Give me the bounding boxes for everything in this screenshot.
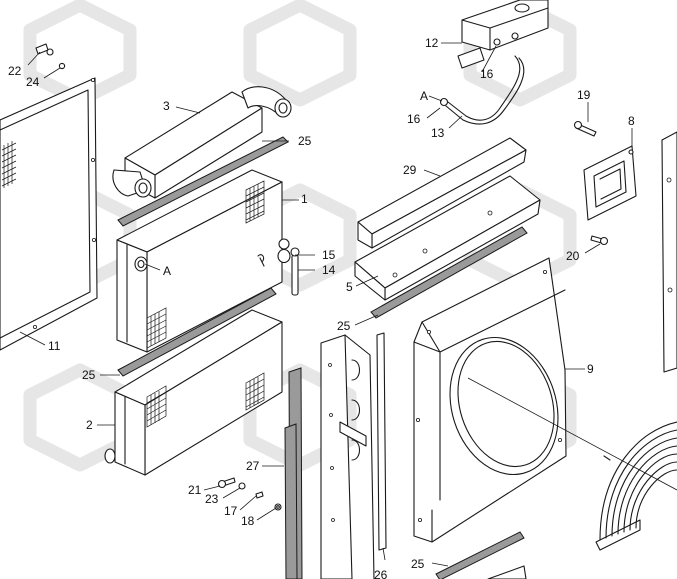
label-11: 11 — [48, 339, 61, 353]
seal-strip-upper — [117, 136, 289, 227]
screws-top-left — [35, 43, 66, 70]
label-9: 9 — [587, 362, 594, 376]
label-25-right: 25 — [337, 319, 351, 333]
label-5: 5 — [346, 280, 353, 294]
label-3: 3 — [163, 99, 170, 113]
label-19: 19 — [577, 88, 591, 102]
charge-air-tube — [112, 86, 292, 199]
seal-strip-thin — [376, 332, 387, 551]
label-16-lower: 16 — [407, 112, 421, 126]
label-ref-a-left: A — [163, 264, 171, 278]
bolts-right — [573, 120, 609, 246]
bottom-bracket — [487, 565, 527, 579]
seal-strip-middle — [117, 287, 277, 377]
seal-strip-right — [370, 226, 528, 319]
side-rail — [661, 131, 677, 373]
label-22: 22 — [8, 64, 22, 78]
side-support-bracket — [320, 334, 375, 579]
label-8: 8 — [628, 114, 635, 128]
label-24: 24 — [26, 75, 40, 89]
fan-axis-line — [467, 377, 677, 491]
fasteners-lower — [217, 477, 282, 511]
label-13: 13 — [431, 126, 445, 140]
label-25-bottom: 25 — [411, 557, 425, 571]
label-21: 21 — [188, 483, 202, 497]
label-26: 26 — [374, 568, 388, 579]
label-ref-a-right: A — [420, 89, 428, 103]
label-29: 29 — [403, 163, 417, 177]
oil-cooler — [116, 169, 291, 353]
fan-guard — [595, 421, 677, 551]
seal-strip-vertical — [284, 367, 303, 579]
label-15: 15 — [322, 248, 336, 262]
radiator-core-frame — [0, 77, 98, 351]
label-12: 12 — [425, 36, 439, 50]
part-labels: 22 24 3 25 1 15 14 A 11 25 2 27 21 23 17… — [8, 36, 635, 579]
reserve-tank — [457, 0, 549, 69]
label-2: 2 — [86, 418, 93, 432]
overflow-hose — [439, 55, 525, 125]
label-25-middle: 25 — [82, 368, 96, 382]
label-16-upper: 16 — [480, 67, 494, 81]
seal-strip-bottom — [435, 531, 525, 579]
label-1: 1 — [301, 192, 308, 206]
leader-lines — [19, 42, 633, 567]
label-14: 14 — [322, 263, 336, 277]
label-23: 23 — [205, 492, 219, 506]
mount-bracket-plate — [583, 145, 637, 221]
upper-shroud-cover — [357, 137, 527, 249]
radiator-lower — [104, 309, 283, 476]
label-27: 27 — [246, 459, 260, 473]
label-18: 18 — [241, 514, 255, 528]
label-25-upper: 25 — [298, 134, 312, 148]
label-20: 20 — [566, 249, 580, 263]
label-17: 17 — [224, 504, 238, 518]
fan-shroud — [413, 257, 567, 543]
shroud-bracket — [354, 175, 541, 301]
